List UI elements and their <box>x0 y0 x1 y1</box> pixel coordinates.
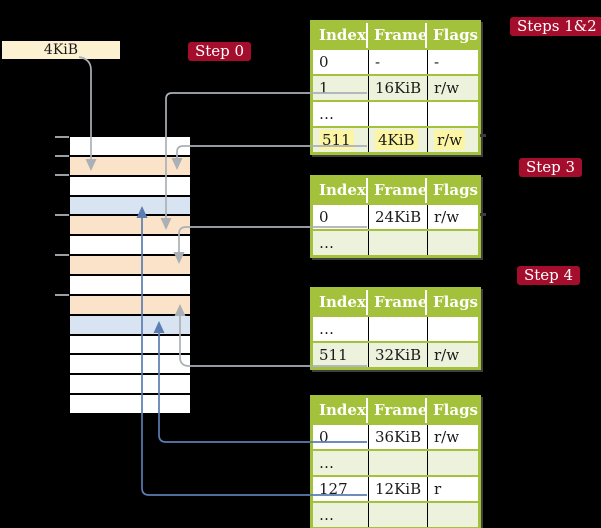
cell-flags <box>427 451 478 475</box>
table-row: … <box>313 501 478 527</box>
cell-frame: 32KiB <box>368 343 427 367</box>
cell-flags: - <box>427 50 478 74</box>
step-3-badge: Step 3 <box>519 158 583 177</box>
memory-frame <box>70 353 190 374</box>
table-row: 1 16KiB r/w <box>313 74 478 100</box>
table-header-row: Index Frame Flags <box>313 398 478 423</box>
step-0-badge: Step 0 <box>188 42 252 61</box>
memory-frame <box>70 333 190 354</box>
cell-frame: 24KiB <box>368 205 427 229</box>
memory-frame <box>70 254 190 275</box>
address-tick <box>55 174 69 176</box>
cell-index: … <box>319 105 334 123</box>
cell-index: 0 <box>319 208 329 226</box>
table-row: 0 36KiB r/w <box>313 423 478 449</box>
frame-size-box: 4KiB <box>2 41 120 59</box>
cell-flags: r/w <box>427 76 478 100</box>
cell-frame <box>368 451 427 475</box>
step-4-badge: Step 4 <box>517 266 581 285</box>
column-header-flags: Flags <box>425 23 478 48</box>
highlight: 511 <box>319 130 354 150</box>
cell-flags <box>427 102 478 126</box>
cell-index: 127 <box>319 480 348 498</box>
cell-flags: r/w <box>427 205 478 229</box>
cell-index: … <box>319 454 334 472</box>
highlight: r/w <box>434 130 466 150</box>
address-tick <box>55 155 69 157</box>
cell-frame <box>368 317 427 341</box>
memory-frame <box>70 393 190 414</box>
cell-flags <box>427 503 478 527</box>
column-header-frame: Frame <box>366 178 427 203</box>
memory-frame <box>70 214 190 235</box>
physical-memory-column <box>70 137 190 414</box>
cell-index: 511 <box>313 128 368 152</box>
table-header-row: Index Frame Flags <box>313 23 478 48</box>
frame-size-label: 4KiB <box>43 42 79 58</box>
column-header-flags: Flags <box>425 398 478 423</box>
memory-frame <box>70 234 190 255</box>
column-header-index: Index <box>319 293 366 311</box>
cell-flags: r <box>427 477 478 501</box>
table-row: … <box>313 100 478 126</box>
table-row: … <box>313 315 478 341</box>
page-table-step-4: Index Frame Flags … 511 32KiB r/w <box>310 287 481 370</box>
column-header-index: Index <box>319 401 366 419</box>
memory-frame <box>70 194 190 215</box>
cell-index: 511 <box>319 346 348 364</box>
cell-index: 0 <box>319 428 329 446</box>
memory-frame <box>70 274 190 294</box>
cell-index: 1 <box>319 79 329 97</box>
cell-frame: 4KiB <box>368 128 427 152</box>
table-row: 127 12KiB r <box>313 475 478 501</box>
memory-frame <box>70 174 190 195</box>
cell-frame <box>368 503 427 527</box>
memory-frame <box>70 373 190 394</box>
page-table-final-level: Index Frame Flags 0 36KiB r/w … 127 12Ki… <box>310 395 481 528</box>
column-header-index: Index <box>319 26 366 44</box>
page-table-step-3: Index Frame Flags 0 24KiB r/w … <box>310 175 481 258</box>
cell-frame <box>368 102 427 126</box>
table-row: 0 - - <box>313 48 478 74</box>
memory-frame <box>70 313 190 334</box>
cell-index: 0 <box>319 53 329 71</box>
cell-flags: r/w <box>427 343 478 367</box>
cell-frame: 16KiB <box>368 76 427 100</box>
cell-flags: r/w <box>427 128 478 152</box>
table-row: 0 24KiB r/w <box>313 203 478 229</box>
table-header-row: Index Frame Flags <box>313 290 478 315</box>
cell-frame: - <box>368 50 427 74</box>
address-tick <box>55 214 69 216</box>
cell-frame: 12KiB <box>368 477 427 501</box>
address-tick <box>55 136 69 138</box>
column-header-index: Index <box>319 181 366 199</box>
memory-frame <box>70 154 190 175</box>
cell-index: … <box>319 234 334 252</box>
column-header-flags: Flags <box>425 290 478 315</box>
page-table-steps-1-2: Index Frame Flags 0 - - 1 16KiB r/w … 51… <box>310 20 481 155</box>
table-row-highlighted: 511 4KiB r/w <box>313 126 478 152</box>
cell-flags <box>427 231 478 255</box>
column-header-frame: Frame <box>366 23 427 48</box>
table-row: 511 32KiB r/w <box>313 341 478 367</box>
cell-flags: r/w <box>427 425 478 449</box>
column-header-flags: Flags <box>425 178 478 203</box>
table-header-row: Index Frame Flags <box>313 178 478 203</box>
address-tick <box>55 254 69 256</box>
cell-index: … <box>319 320 334 338</box>
memory-frame <box>70 137 190 155</box>
highlight: 4KiB <box>375 130 418 150</box>
cell-index: … <box>319 506 334 524</box>
column-header-frame: Frame <box>366 398 427 423</box>
memory-frame <box>70 293 190 314</box>
table-row: … <box>313 229 478 255</box>
table-row: … <box>313 449 478 475</box>
cell-flags <box>427 317 478 341</box>
cell-frame: 36KiB <box>368 425 427 449</box>
column-header-frame: Frame <box>366 290 427 315</box>
cell-frame <box>368 231 427 255</box>
address-tick <box>55 294 69 296</box>
steps-1-2-badge: Steps 1&2 <box>510 17 601 36</box>
